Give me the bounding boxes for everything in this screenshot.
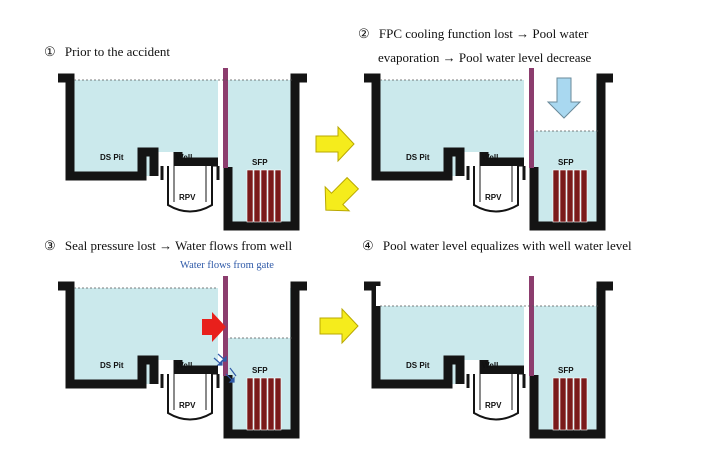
step-1-caption: ① Prior to the accident [44,44,170,59]
step-2-text-line1: FPC cooling function lost → Pool water [379,26,589,41]
evaporation-arrow [546,77,582,119]
step-4-text: Pool water level equalizes with well wat… [383,238,632,253]
step-3-note: Water flows from gate [180,260,274,271]
step-2-caption-line1: ② FPC cooling function lost → Pool water [358,26,589,41]
panel-3: DS Pit Well SFP RPV ③ Seal pressure lost… [44,238,307,434]
panel-2: DS Pit Well SFP RPV ② FPC cooling functi… [358,26,613,226]
step-3-caption: ③ Seal pressure lost → Water flows from … [44,238,293,253]
arrow-1-to-2 [315,125,355,163]
step-1-text: Prior to the accident [65,44,170,59]
well-label: Well [482,361,498,370]
step-4-number: ④ [362,238,374,253]
step-4-caption: ④ Pool water level equalizes with well w… [362,238,632,253]
arrow-2-to-3 [324,176,360,212]
step-3-text: Seal pressure lost → Water flows from we… [65,238,293,253]
ds-pit-label: DS Pit [100,153,124,162]
arrow-3-to-4 [319,307,359,345]
rpv-label: RPV [179,401,196,410]
rpv-label: RPV [179,193,196,202]
well-label: Well [176,361,192,370]
ds-pit-label: DS Pit [406,153,430,162]
ds-pit-label: DS Pit [406,361,430,370]
sfp-label: SFP [558,366,574,375]
step-3-number: ③ [44,238,56,253]
step-2-number: ② [358,26,370,41]
rpv-label: RPV [485,401,502,410]
leak-arrows [213,353,237,383]
sfp-label: SFP [252,366,268,375]
sfp-label: SFP [252,158,268,167]
panel-4: DS Pit Well SFP RPV ④ Pool water level e… [362,238,632,434]
panel-1: DS Pit Well SFP RPV ① Prior to the accid… [44,44,307,226]
well-label: Well [482,153,498,162]
well-label: Well [176,153,192,162]
pressure-arrow [202,312,226,342]
sfp-partial-mask [228,286,290,338]
step-2-text-line2: evaporation → Pool water level decrease [378,50,592,65]
rpv-label: RPV [485,193,502,202]
ds-pit-label: DS Pit [100,361,124,370]
pool-diagram-1 [58,68,307,226]
left-equalize-mask [376,286,524,306]
sfp-equalize-mask [534,286,596,306]
step-1-number: ① [44,44,56,59]
sfp-label: SFP [558,158,574,167]
